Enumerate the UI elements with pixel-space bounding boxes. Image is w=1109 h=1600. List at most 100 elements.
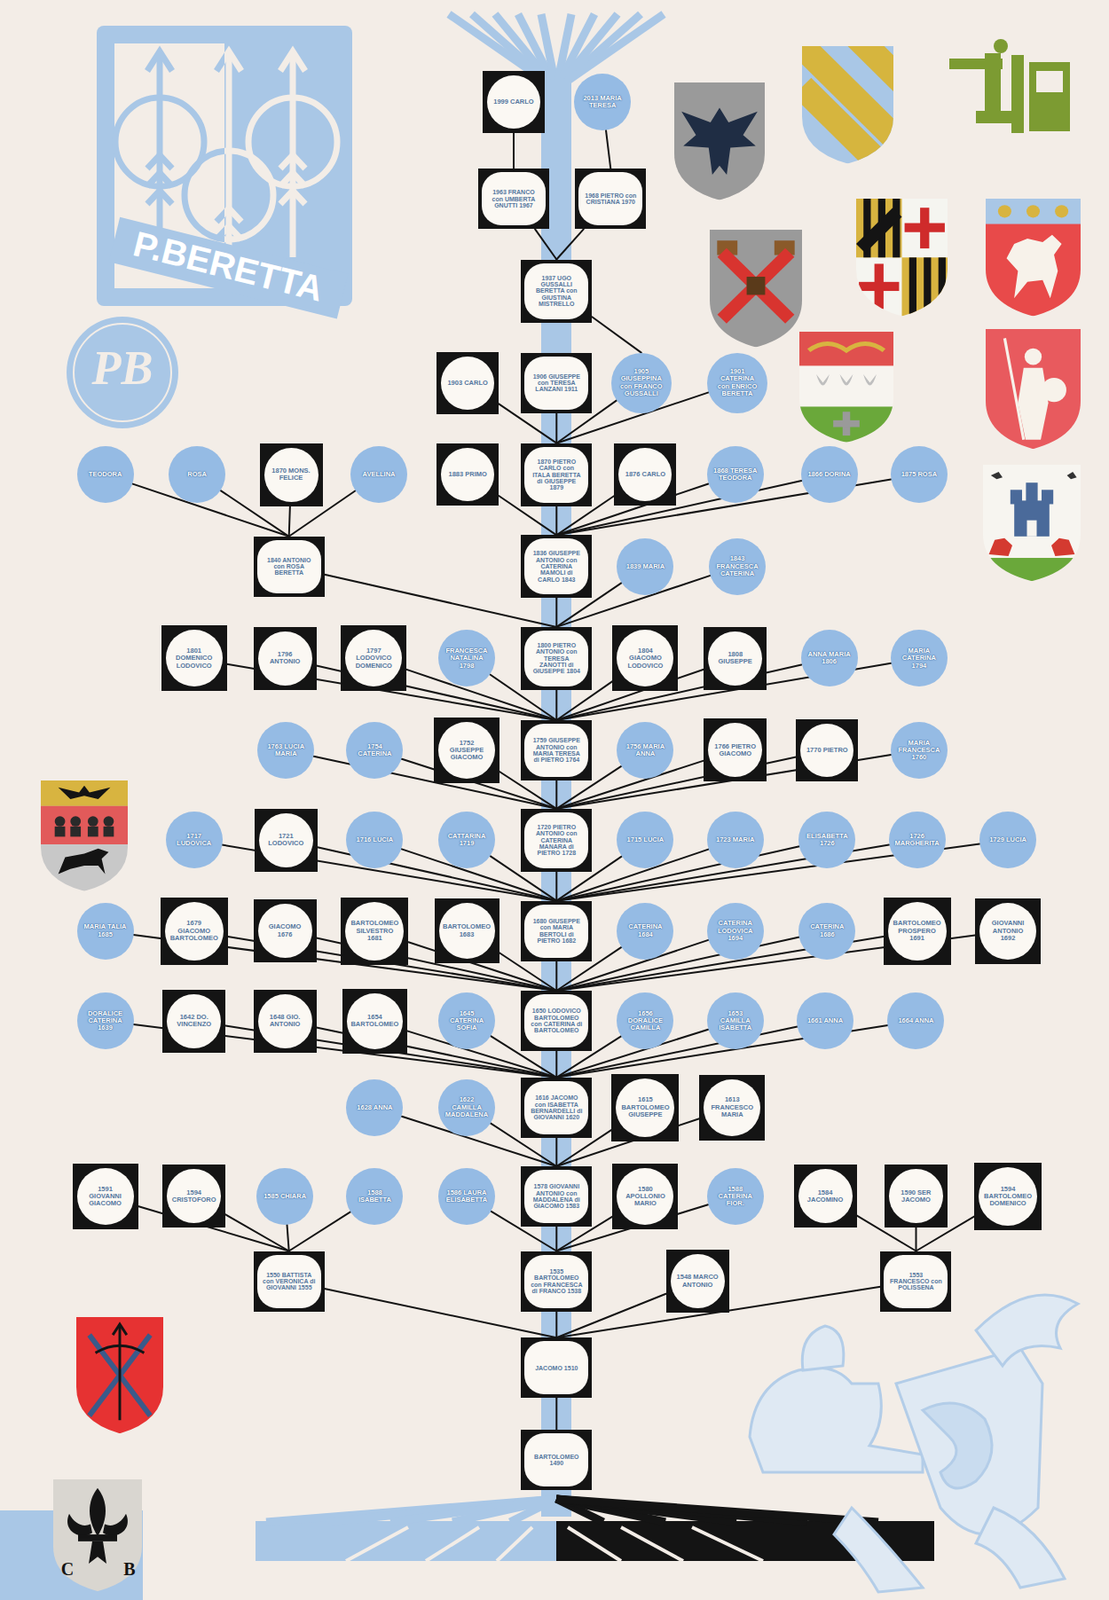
node-text: ANNA MARIA 1806 bbox=[806, 651, 853, 667]
initial-letter: C bbox=[58, 1559, 77, 1580]
node-text: 1721 LODOVICO bbox=[262, 833, 309, 849]
tree-trunk bbox=[255, 14, 935, 1562]
female-circle: 1901 CATERINA con ENRICO BERETTA bbox=[707, 353, 768, 414]
node-text: 1664 ANNA bbox=[892, 1017, 939, 1025]
node-text: 1580 APOLLONIO MARIO bbox=[621, 1186, 669, 1209]
lineage-node: 1840 ANTONIO con ROSA BERETTA bbox=[253, 536, 325, 598]
node-text: 1800 PIETRO ANTONIO con TERESA ZANOTTI d… bbox=[529, 642, 583, 676]
node-text: AVELLINA bbox=[355, 471, 402, 479]
male-square: 1870 MONS. FELICE bbox=[259, 443, 323, 507]
node-text: 1968 PIETRO con CRISTIANA 1970 bbox=[583, 192, 638, 206]
node-text: 1679 GIACOMO BARTOLOMEO bbox=[170, 920, 219, 943]
node-text: 1876 CARLO bbox=[621, 471, 669, 479]
family-line bbox=[555, 1398, 558, 1431]
female-circle: ELISABETTA 1726 bbox=[798, 811, 856, 869]
female-circle: CATERINA LODOVICA 1694 bbox=[707, 903, 764, 960]
male-square: 1999 CARLO bbox=[482, 70, 545, 134]
coat-of-arms bbox=[76, 1317, 164, 1434]
coat-of-arms bbox=[709, 229, 803, 348]
female-circle: 1729 LUCIA bbox=[979, 811, 1037, 869]
family-line bbox=[555, 506, 558, 536]
female-circle: 1868 TERESA TEODORA bbox=[707, 446, 764, 504]
family-line bbox=[555, 1226, 558, 1252]
node-text: 1756 MARIA ANNA bbox=[621, 743, 669, 759]
node-text: 1754 CATERINA bbox=[351, 743, 398, 759]
female-circle: 1586 LAURA ELISABETTA bbox=[438, 1168, 496, 1226]
node-text: 1797 LODOVICO DOMENICO bbox=[350, 647, 397, 670]
node-text: GIACOMO 1676 bbox=[261, 923, 308, 939]
female-circle: ANNA MARIA 1806 bbox=[801, 629, 858, 687]
label-holder: PB bbox=[69, 342, 176, 395]
male-square: 1797 LODOVICO DOMENICO bbox=[340, 625, 407, 692]
female-circle: 1588 ISABETTA bbox=[346, 1168, 403, 1226]
node-text: 1763 LUCIA MARIA bbox=[262, 743, 309, 759]
node-text: 1653 CAMILLA ISABETTA bbox=[712, 1010, 759, 1033]
shooter-logo bbox=[949, 39, 1070, 134]
lineage-node: 1680 GIUSEPPE con MARIA BERTOLI di PIETR… bbox=[520, 901, 592, 962]
coat-of-arms bbox=[793, 9, 930, 187]
node-text: 1843 FRANCESCA CATERINA bbox=[714, 555, 761, 578]
node-text: BARTOLOMEO 1490 bbox=[529, 1454, 583, 1468]
node-text: 1550 BATTISTA con VERONICA di GIOVANNI 1… bbox=[262, 1272, 316, 1292]
female-circle: 1723 MARIA bbox=[707, 811, 764, 869]
node-text: BARTOLOMEO SILVESTRO 1681 bbox=[350, 920, 399, 943]
node-text: CATERINA LODOVICA 1694 bbox=[712, 920, 759, 943]
female-circle: TEODORA bbox=[77, 446, 134, 504]
node-text: 1715 LUCIA bbox=[621, 836, 669, 844]
male-square: 1591 GIOVANNI GIACOMO bbox=[72, 1164, 139, 1230]
node-text: 1801 DOMENICO LODOVICO bbox=[171, 647, 218, 670]
node-text: FRANCESCA NATALINA 1798 bbox=[443, 647, 490, 670]
node-text: 1578 GIOVANNI ANTONIO con MADDALENA di G… bbox=[529, 1183, 583, 1210]
node-text: ELISABETTA 1726 bbox=[803, 833, 850, 849]
node-text: 1875 ROSA bbox=[896, 471, 943, 479]
female-circle: 1839 MARIA bbox=[616, 538, 674, 596]
node-text: 1839 MARIA bbox=[621, 563, 669, 571]
initial-letter: B bbox=[120, 1559, 139, 1580]
family-line bbox=[289, 506, 291, 537]
family-line bbox=[555, 413, 558, 444]
family-line bbox=[512, 133, 515, 169]
lineage-node: 1759 GIUSEPPE ANTONIO con MARIA TERESA d… bbox=[520, 720, 592, 781]
node-text: 1866 DORINA bbox=[806, 471, 853, 479]
female-circle: 1716 LUCIA bbox=[346, 811, 403, 869]
female-circle: 1622 CAMILLA MADDALENA bbox=[438, 1079, 496, 1137]
lineage-node: 1616 JACOMO con ISABETTA BERNARDELLI di … bbox=[520, 1077, 592, 1139]
lineage-node: 1553 FRANCESCO con POLISSENA bbox=[880, 1251, 952, 1313]
node-text: 1870 PIETRO CARLO con ITALA BERETTA di G… bbox=[529, 458, 583, 492]
node-text: 1585 CHIARA bbox=[261, 1193, 308, 1201]
node-text: 1729 LUCIA bbox=[984, 836, 1031, 844]
family-line bbox=[555, 1051, 558, 1078]
coat-of-arms bbox=[985, 329, 1081, 449]
family-line bbox=[556, 1027, 797, 1078]
node-text: 1937 UGO GUSSALLI BERETTA con GIUSTINA M… bbox=[529, 275, 583, 308]
node-text: 1622 CAMILLA MADDALENA bbox=[443, 1096, 490, 1119]
female-circle: CATERINA 1686 bbox=[798, 903, 856, 960]
node-text: 1901 CATERINA con ENRICO BERETTA bbox=[714, 368, 761, 398]
coat-of-arms bbox=[53, 1479, 142, 1592]
female-circle: 1763 LUCIA MARIA bbox=[257, 722, 315, 779]
female-circle: 1645 CATERINA SOFIA bbox=[438, 992, 496, 1050]
family-line bbox=[555, 1138, 558, 1167]
female-circle: 1661 ANNA bbox=[796, 992, 854, 1050]
node-text: 1654 BARTOLOMEO bbox=[350, 1014, 399, 1030]
node-text: 1535 BARTOLOMEO con FRANCESCA di FRANCO … bbox=[529, 1268, 583, 1295]
node-text: 1723 MARIA bbox=[712, 836, 759, 844]
node-text: 1615 BARTOLOMEO GIUSEPPE bbox=[621, 1096, 669, 1119]
family-line bbox=[555, 872, 558, 902]
node-text: 1726 MARGHERITA bbox=[894, 833, 941, 849]
female-circle: AVELLINA bbox=[350, 446, 408, 504]
male-square: 1580 APOLLONIO MARIO bbox=[612, 1164, 678, 1230]
label-holder: B bbox=[120, 1559, 139, 1580]
female-circle: 1715 LUCIA bbox=[616, 811, 674, 869]
node-text: 1628 ANNA bbox=[351, 1104, 398, 1112]
male-square: 1796 ANTONIO bbox=[253, 627, 317, 691]
lineage-node: 1578 GIOVANNI ANTONIO con MADDALENA di G… bbox=[520, 1166, 592, 1227]
female-circle: 1717 LUDOVICA bbox=[165, 811, 223, 869]
node-text: 1808 GIUSEPPE bbox=[712, 651, 759, 667]
griffin-artwork bbox=[749, 1295, 1078, 1593]
beretta-logo bbox=[96, 25, 353, 319]
node-text: 1870 MONS. FELICE bbox=[267, 467, 315, 483]
node-text: BARTOLOMEO PROSPERO 1691 bbox=[893, 920, 942, 943]
node-text: CATERINA 1684 bbox=[621, 923, 669, 939]
label-holder: C bbox=[58, 1559, 77, 1580]
